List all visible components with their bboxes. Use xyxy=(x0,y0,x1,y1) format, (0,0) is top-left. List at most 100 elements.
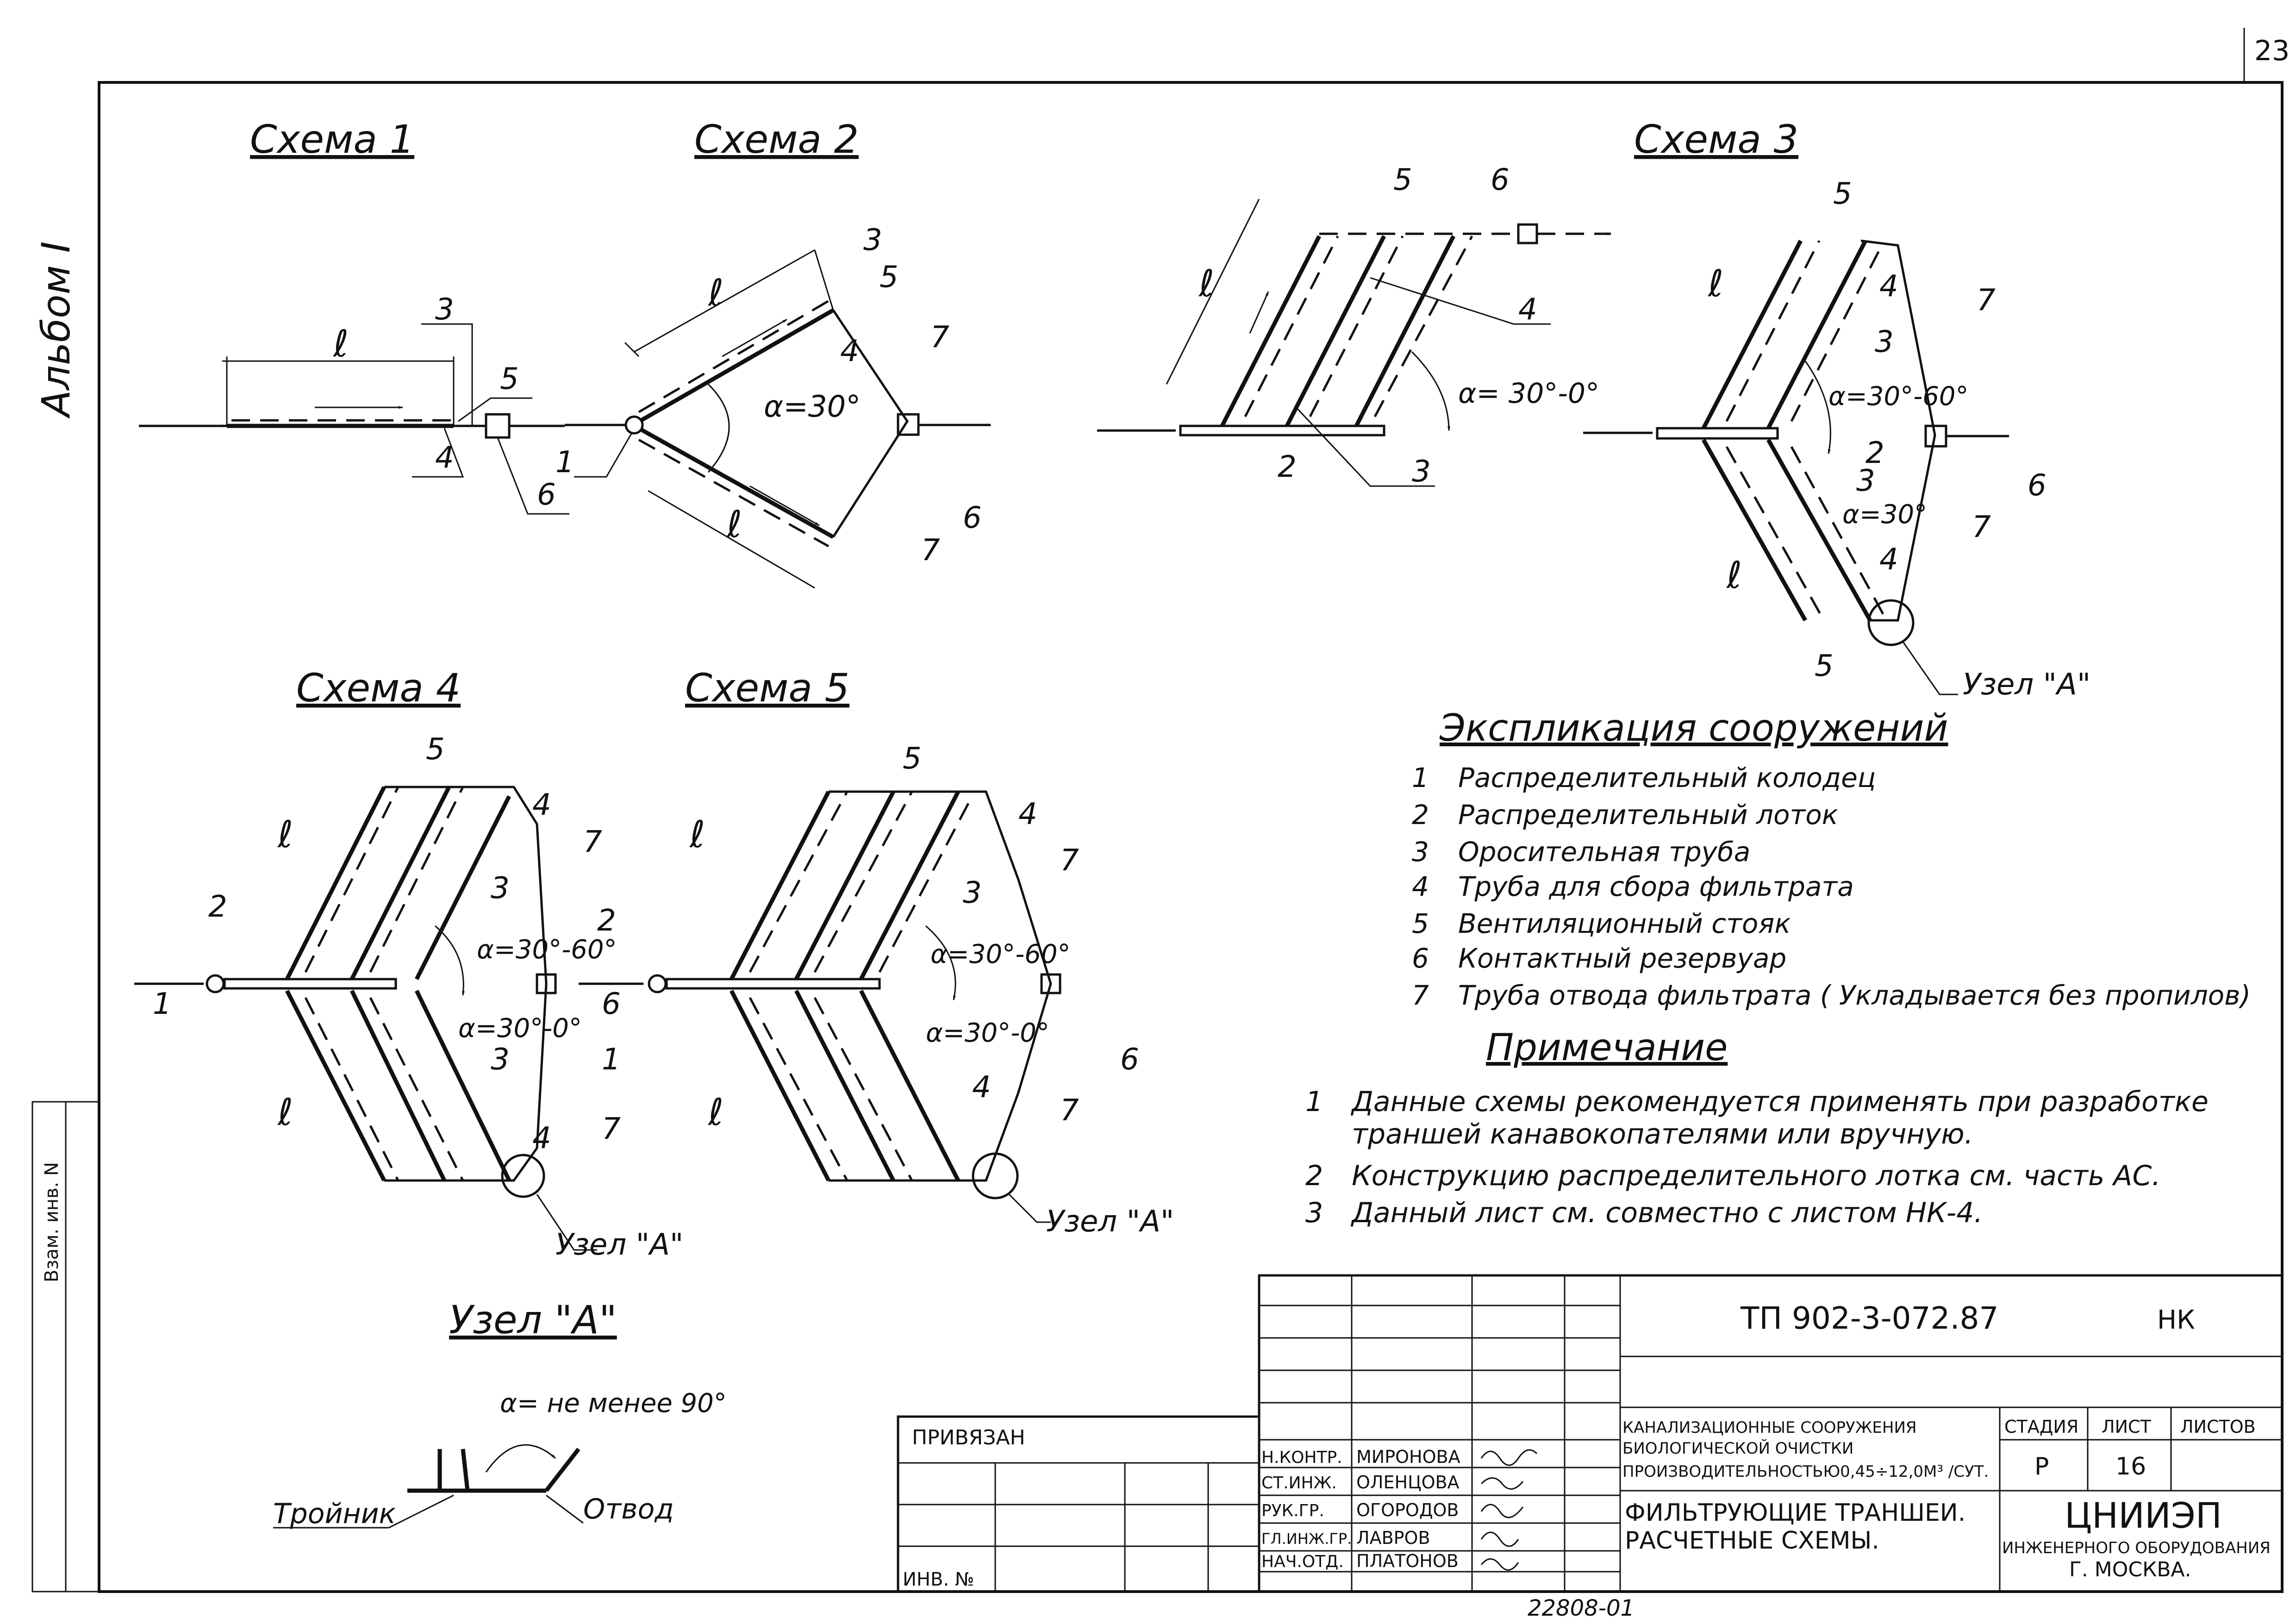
doc-code: ТП 902-3-072.87 xyxy=(1740,1300,1998,1336)
note-1-line-1: Данные схемы рекомендуется применять при… xyxy=(1350,1086,2209,1118)
signature-scribble xyxy=(1480,1558,1519,1571)
project-line-1: КАНАЛИЗАЦИОННЫЕ СООРУЖЕНИЯ xyxy=(1622,1418,1917,1437)
scheme-3-variant-label-2: 2 xyxy=(1866,436,1884,470)
scheme-3-variant-label-4-bottom: 4 xyxy=(1879,543,1898,577)
scheme-2-label-6: 6 xyxy=(963,501,982,535)
scheme-4-label-4-bottom: 4 xyxy=(532,1121,551,1156)
note-num-3: 3 xyxy=(1305,1197,1323,1229)
scheme-5-label-7-top: 7 xyxy=(1060,843,1079,878)
org-name: ЦНИИЭП xyxy=(2065,1495,2222,1536)
inv-label: ИНВ. № xyxy=(903,1569,974,1590)
scheme-3-variant-label-7-top: 7 xyxy=(1977,283,1996,318)
node-detail-title: Узел "А" xyxy=(449,1297,617,1343)
notes-title: Примечание xyxy=(1486,1026,1728,1069)
signature-scribble xyxy=(1480,1504,1524,1518)
scheme-2-length-bottom: ℓ xyxy=(726,503,742,546)
explication-text-4: Труба для сбора фильтрата xyxy=(1458,871,1854,902)
explication-num-6: 6 xyxy=(1412,943,1429,974)
scheme-2-label-1: 1 xyxy=(555,445,574,480)
scheme-3: Схема 3 ℓ α= 30°-0° 5 6 4 2 3 xyxy=(1097,117,1798,489)
scheme-1-label-6: 6 xyxy=(537,478,556,512)
scheme-4-title: Схема 4 xyxy=(296,665,461,711)
scheme-2: Схема 2 α=30° ℓ ℓ 1 3 5 4 7 6 7 xyxy=(555,117,991,589)
scheme-3-variant-label-4-top: 4 xyxy=(1879,269,1898,304)
node-detail-right-label: Отвод xyxy=(583,1493,674,1525)
scheme-5-node: Узел "А" xyxy=(1046,1205,1174,1239)
scheme-3-angle: α= 30°-0° xyxy=(1458,377,1599,410)
notes: Примечание 1 Данные схемы рекомендуется … xyxy=(1305,1026,2209,1229)
scheme-1-label-5: 5 xyxy=(500,362,519,396)
sig-role-2: СТ.ИНЖ. xyxy=(1261,1474,1337,1493)
scheme-2-length-top: ℓ xyxy=(707,271,724,314)
explication-text-3: Оросительная труба xyxy=(1458,836,1750,868)
explication-num-2: 2 xyxy=(1412,799,1429,831)
sig-name-5: ПЛАТОНОВ xyxy=(1356,1551,1459,1571)
scheme-4-length-bottom: ℓ xyxy=(277,1091,293,1134)
scheme-3-label-2: 2 xyxy=(1278,450,1297,484)
sig-name-1: МИРОНОВА xyxy=(1356,1447,1460,1467)
scheme-4-label-7-bottom: 7 xyxy=(602,1112,621,1146)
scheme-4-label-4-top: 4 xyxy=(532,788,551,822)
doc-mark: НК xyxy=(2157,1305,2195,1335)
scheme-1-length: ℓ xyxy=(332,322,349,365)
note-3-line-1: Данный лист см. совместно с листом НК-4. xyxy=(1350,1197,1983,1229)
explication-list: 1 Распределительный колодец 2 Распредели… xyxy=(1412,762,2251,1011)
scheme-1-title: Схема 1 xyxy=(250,117,414,162)
scheme-4-label-5: 5 xyxy=(426,732,445,767)
scheme-5-title: Схема 5 xyxy=(685,665,849,711)
scheme-3-variant-angle-top: α=30°-60° xyxy=(1828,381,1969,412)
col-sheet: ЛИСТ xyxy=(2102,1417,2152,1437)
scheme-4-angle-top: α=30°-60° xyxy=(477,935,617,965)
explication-num-1: 1 xyxy=(1412,762,1429,793)
scheme-3-variant-label-3-top: 3 xyxy=(1875,325,1894,359)
scheme-3-variant-label-5-top: 5 xyxy=(1833,177,1852,211)
stage-value: Р xyxy=(2034,1453,2049,1480)
scheme-1-label-3: 3 xyxy=(435,293,454,327)
node-detail-left-label: Тройник xyxy=(273,1498,396,1530)
scheme-2-label-5: 5 xyxy=(880,260,898,294)
scheme-4-length-top: ℓ xyxy=(277,813,293,856)
scheme-4-label-1: 1 xyxy=(153,987,172,1021)
scheme-2-label-3: 3 xyxy=(863,223,882,257)
sig-role-5: НАЧ.ОТД. xyxy=(1261,1552,1344,1571)
explication-num-4: 4 xyxy=(1412,871,1429,902)
side-stamp-label: Взам. инв. N xyxy=(41,1162,62,1282)
scheme-1: Схема 1 ℓ 3 5 4 6 xyxy=(139,117,569,515)
page-number: 23 xyxy=(2254,35,2290,67)
scheme-5-label-4-bottom: 4 xyxy=(972,1070,991,1105)
scheme-3-label-4: 4 xyxy=(1518,293,1537,327)
explication-text-5: Вентиляционный стояк xyxy=(1458,908,1791,939)
scheme-3-variant-node: Узел "А" xyxy=(1963,668,2090,702)
scheme-3-variant-length-top: ℓ xyxy=(1707,262,1723,305)
explication-num-5: 5 xyxy=(1412,908,1429,939)
explication-text-7: Труба отвода фильтрата ( Укладывается бе… xyxy=(1458,980,2251,1011)
bound-label: ПРИВЯЗАН xyxy=(912,1426,1025,1449)
scheme-4: Схема 4 α=30°-60° α=30°-0° ℓ ℓ 5 4 7 3 2… xyxy=(134,665,683,1262)
scheme-4-node: Узел "А" xyxy=(555,1228,683,1262)
note-num-1: 1 xyxy=(1305,1086,1323,1118)
sheet-frame xyxy=(98,81,2284,1593)
scheme-4-label-3-bottom: 3 xyxy=(491,1043,510,1077)
scheme-1-label-4: 4 xyxy=(435,441,454,475)
scheme-5-label-5: 5 xyxy=(903,742,922,776)
scheme-5-length-top: ℓ xyxy=(689,813,705,856)
sig-role-1: Н.КОНТР. xyxy=(1261,1448,1342,1467)
sig-name-3: ОГОРОДОВ xyxy=(1356,1500,1459,1520)
scheme-2-label-7-top: 7 xyxy=(930,320,949,355)
explication-num-7: 7 xyxy=(1412,980,1429,1011)
scheme-3-label-3: 3 xyxy=(1412,455,1431,489)
scheme-4-label-3-top: 3 xyxy=(491,871,510,906)
scheme-4-angle-bottom: α=30°-0° xyxy=(458,1013,582,1043)
scheme-5-angle-top: α=30°-60° xyxy=(930,939,1071,969)
signature-scribble xyxy=(1480,1449,1538,1466)
scheme-5-label-6: 6 xyxy=(1120,1043,1139,1077)
scheme-2-title: Схема 2 xyxy=(694,117,859,162)
scheme-3-variant: α=30°-60° α=30° ℓ ℓ 5 7 4 3 2 3 6 7 4 5 … xyxy=(1583,177,2090,702)
sheet-value: 16 xyxy=(2115,1453,2146,1480)
scheme-4-label-7-top: 7 xyxy=(583,825,602,859)
sig-role-4: ГЛ.ИНЖ.ГР. xyxy=(1261,1530,1352,1548)
col-sheets: ЛИСТОВ xyxy=(2180,1417,2256,1437)
org-sub: ИНЖЕНЕРНОГО ОБОРУДОВАНИЯ xyxy=(2002,1539,2271,1557)
note-1-line-2: траншей канавокопателями или вручную. xyxy=(1352,1118,1973,1150)
